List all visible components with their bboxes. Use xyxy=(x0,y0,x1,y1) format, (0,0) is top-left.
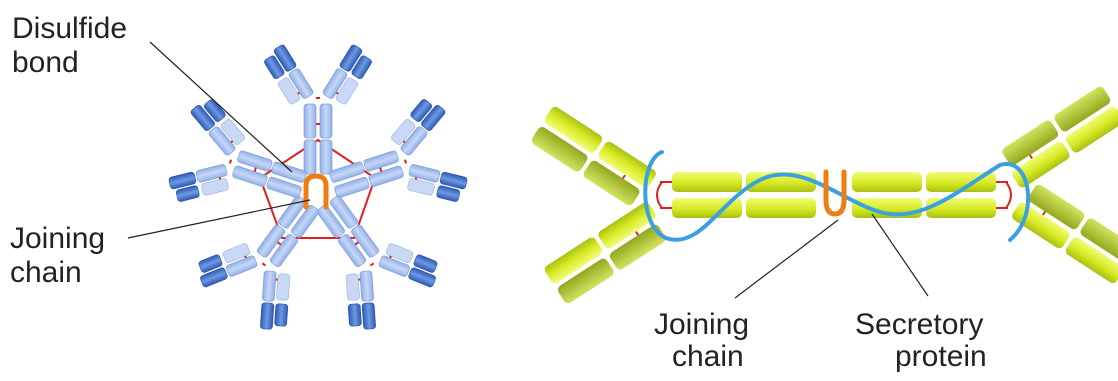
heavy-chain-segment xyxy=(852,172,922,192)
disulfide-bond xyxy=(278,242,281,244)
fab-arm xyxy=(261,44,314,107)
heavy-chain-segment xyxy=(304,104,316,138)
secretory-label-line1: Secretory xyxy=(855,308,983,341)
left-joining-label-line1: Joining xyxy=(10,222,105,255)
secretory-pointer-line xyxy=(872,214,928,296)
fab-arm xyxy=(260,271,290,331)
heavy-chain-segment xyxy=(260,303,274,330)
right-joining-pointer-line xyxy=(735,220,838,298)
disulfide-label-line2: bond xyxy=(12,46,79,79)
left-joining-chain xyxy=(306,176,326,207)
heavy-chain-segment xyxy=(262,271,276,302)
fab-arm xyxy=(168,164,231,203)
secretory-protein xyxy=(645,152,1028,240)
disulfide-bond xyxy=(370,263,373,265)
heavy-chain-segment xyxy=(672,172,742,192)
heavy-chain-segment xyxy=(746,198,816,218)
disulfide-bond xyxy=(636,232,638,235)
light-chain-segment xyxy=(274,304,288,327)
left-joining-label-line2: chain xyxy=(10,256,82,289)
igm-monomer xyxy=(186,170,354,342)
disulfide-bond xyxy=(231,141,233,142)
iga-fab-arm xyxy=(530,105,658,209)
disulfide-bond xyxy=(355,242,358,244)
iga-dimer xyxy=(530,85,1118,305)
disulfide-bond xyxy=(245,256,246,258)
disulfide-bond xyxy=(405,160,406,164)
igm-monomer xyxy=(162,91,321,239)
igm-pentamer xyxy=(162,44,475,342)
fab-arm xyxy=(346,271,376,331)
heavy-chain-segment xyxy=(320,140,332,174)
disulfide-bond xyxy=(255,168,256,172)
igm-monomer xyxy=(261,44,375,174)
fab-arm xyxy=(322,44,375,107)
disulfide-bond xyxy=(380,168,381,172)
fab-arm xyxy=(194,242,258,288)
heavy-chain-segment xyxy=(304,140,316,174)
disulfide-bond xyxy=(262,263,265,265)
fab-arm xyxy=(405,164,468,203)
right-joining-label-line2: chain xyxy=(672,340,744,373)
disulfide-label-line1: Disulfide xyxy=(12,12,127,45)
fab-arm xyxy=(378,242,442,288)
right-joining-label-line1: Joining xyxy=(654,308,749,341)
disulfide-bond xyxy=(403,141,405,142)
disulfide-bond xyxy=(230,160,231,164)
heavy-chain-segment xyxy=(362,303,376,330)
heavy-chain-segment xyxy=(360,271,374,302)
heavy-chain-segment xyxy=(320,104,332,138)
fab-arm xyxy=(389,95,446,156)
secretory-label-line2: protein xyxy=(895,340,987,373)
light-chain-segment xyxy=(346,274,360,301)
light-chain-segment xyxy=(348,304,362,327)
igm-monomer xyxy=(316,91,475,239)
heavy-chain-segment xyxy=(926,198,996,218)
iga-fab-arm xyxy=(997,85,1118,189)
disulfide-bond xyxy=(1030,155,1032,158)
disulfide-bond xyxy=(390,256,391,258)
disulfide-bond xyxy=(623,175,625,178)
disulfide-bond xyxy=(336,93,338,94)
iga-fab-arm xyxy=(543,201,671,305)
pentamer-units xyxy=(162,44,475,342)
light-chain-segment xyxy=(276,274,290,301)
disulfide-bond xyxy=(1043,212,1045,215)
disulfide-bond xyxy=(298,93,300,94)
